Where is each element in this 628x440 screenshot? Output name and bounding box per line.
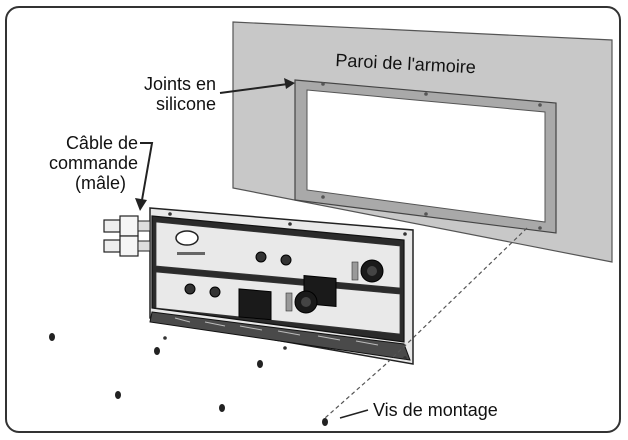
cable-label-line2: commande xyxy=(48,153,138,173)
cable-leader-line xyxy=(140,142,154,201)
seal-label-line1: Joints en xyxy=(143,74,216,94)
lower-knob-2 xyxy=(209,286,221,298)
lower-knob-1 xyxy=(184,283,196,295)
plate-holes xyxy=(163,212,407,360)
lower-switch-center xyxy=(301,297,311,307)
controller-upper-panel xyxy=(155,221,401,289)
cable-label-line3: (mâle) xyxy=(74,173,126,193)
upper-switch-center xyxy=(367,266,377,276)
seal-leader-line xyxy=(219,83,289,94)
cable-arrowhead xyxy=(135,198,147,211)
alignment-line-1 xyxy=(385,227,528,365)
upper-switch-bracket xyxy=(351,261,359,281)
seal-arrowhead xyxy=(284,78,295,89)
screw-label: Vis de montage xyxy=(373,400,498,420)
lower-display xyxy=(238,288,272,321)
cable-connector-upper xyxy=(103,215,151,237)
screw-leader-line xyxy=(339,409,369,419)
cable-connector-lower xyxy=(103,235,151,257)
seal-holes xyxy=(321,82,542,230)
upper-knob-1 xyxy=(255,251,267,263)
cable-label-line1: Câble de xyxy=(65,133,138,153)
wall-opening xyxy=(306,89,546,223)
vent-slots xyxy=(174,317,379,346)
upper-knob-2 xyxy=(280,254,292,266)
model-plate xyxy=(177,252,205,255)
mounting-screws xyxy=(49,333,328,426)
logo-badge xyxy=(175,230,199,246)
lower-switch-bracket xyxy=(285,292,293,312)
seal-label-line2: silicone xyxy=(155,94,216,114)
